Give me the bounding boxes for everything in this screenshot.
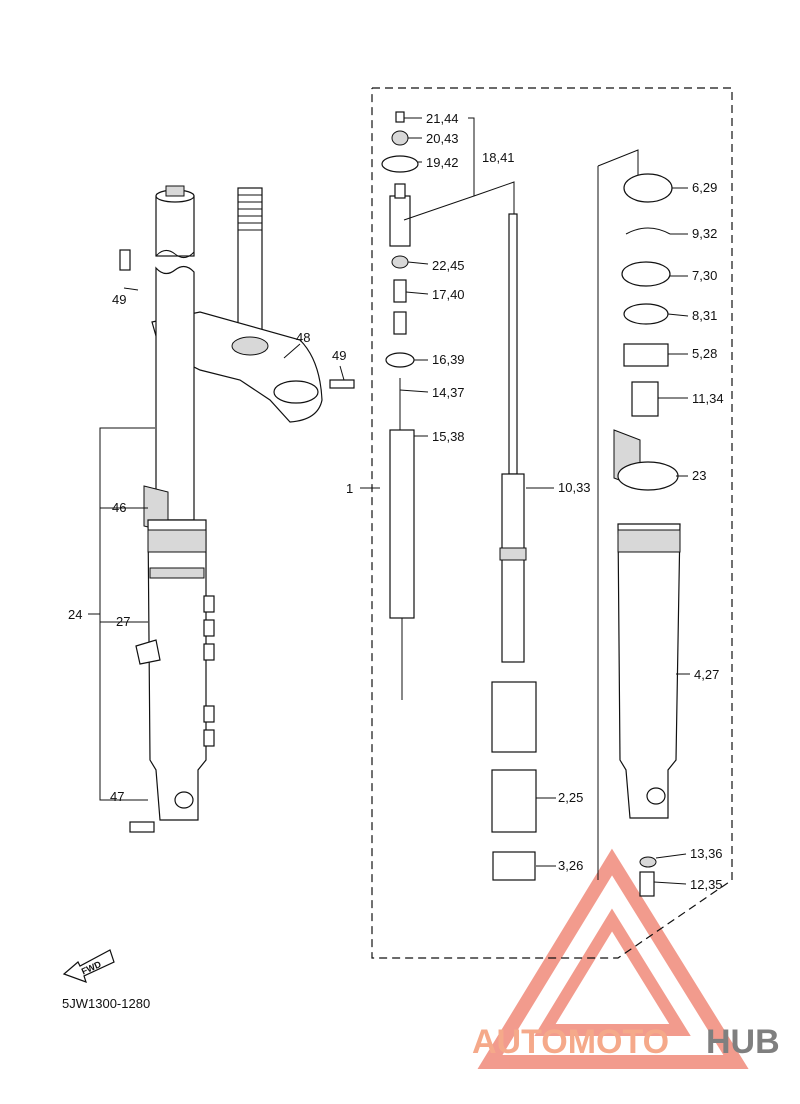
cap-bolt: [389, 195, 411, 247]
watermark-text-hub: HUB: [706, 1023, 780, 1061]
callout-2-25: 2,25: [558, 790, 583, 805]
callout-13-36: 13,36: [690, 846, 723, 861]
callout-5-28: 5,28: [692, 346, 717, 361]
left-callout-lines: [88, 287, 345, 801]
watermark-triangle-outer: [477, 848, 749, 1069]
callout-17-40: 17,40: [432, 287, 465, 302]
outer-tube: [147, 519, 207, 821]
oil-seal: [621, 261, 671, 287]
center-callout-lines: [473, 181, 556, 867]
bolt-49-left: [119, 249, 131, 271]
fork-tube-mid: [155, 265, 195, 521]
callout-15-38: 15,38: [432, 429, 465, 444]
middle-parts: [381, 111, 419, 700]
inner-tube-lower: [491, 769, 537, 833]
callout-18-41: 18,41: [482, 150, 515, 165]
callout-9-32: 9,32: [692, 226, 717, 241]
damper-rod: [508, 213, 518, 475]
fwd-arrow-icon: [62, 949, 115, 983]
watermark-logo: [477, 848, 749, 1069]
callout-8-31: 8,31: [692, 308, 717, 323]
callout-7-30: 7,30: [692, 268, 717, 283]
callout-10-33: 10,33: [558, 480, 591, 495]
callout-27: 27: [116, 614, 130, 629]
callout-20-43: 20,43: [426, 131, 459, 146]
bolt-12: [639, 871, 655, 897]
callout-46: 46: [112, 500, 126, 515]
washer: [623, 343, 669, 367]
callout-24: 24: [68, 607, 82, 622]
callout-12-35: 12,35: [690, 877, 723, 892]
callout-11-34: 11,34: [692, 391, 724, 406]
callout-14-37: 14,37: [432, 385, 465, 400]
damper-cylinder: [501, 473, 525, 663]
callout-47: 47: [110, 789, 124, 804]
watermark-text-automoto: AUTOMOTO: [472, 1023, 669, 1061]
callout-49a: 49: [112, 292, 126, 307]
dust-seal: [623, 173, 673, 203]
callout-4-27: 4,27: [694, 667, 719, 682]
callout-1: 1: [346, 481, 353, 496]
fwd-label: FWD: [80, 959, 103, 977]
assembled-fork: [119, 185, 355, 833]
callout-16-39: 16,39: [432, 352, 465, 367]
callout-6-29: 6,29: [692, 180, 717, 195]
spring: [389, 429, 415, 619]
steering-stem: [237, 187, 263, 349]
watermark-triangle-inner: [534, 908, 691, 1036]
fork-tube-top: [155, 195, 195, 257]
bolt-47: [129, 821, 155, 833]
bolt-49-right: [329, 379, 355, 389]
callout-48: 48: [296, 330, 310, 345]
inner-tube-upper: [491, 681, 537, 753]
assembly-outline: [371, 87, 733, 959]
center-parts: [491, 213, 537, 881]
callout-19-42: 19,42: [426, 155, 459, 170]
right-callout-lines: [597, 149, 690, 885]
callout-49b: 49: [332, 348, 346, 363]
right-parts: [613, 173, 681, 897]
callout-21-44: 21,44: [426, 111, 459, 126]
callout-3-26: 3,26: [558, 858, 583, 873]
slide-bush: [492, 851, 536, 881]
callout-22-45: 22,45: [432, 258, 465, 273]
bush: [631, 381, 659, 417]
diagram-code: 5JW1300-1280: [62, 996, 150, 1011]
callout-23: 23: [692, 468, 706, 483]
middle-callout-lines: [360, 117, 475, 489]
outer-tube-right: [617, 523, 681, 819]
